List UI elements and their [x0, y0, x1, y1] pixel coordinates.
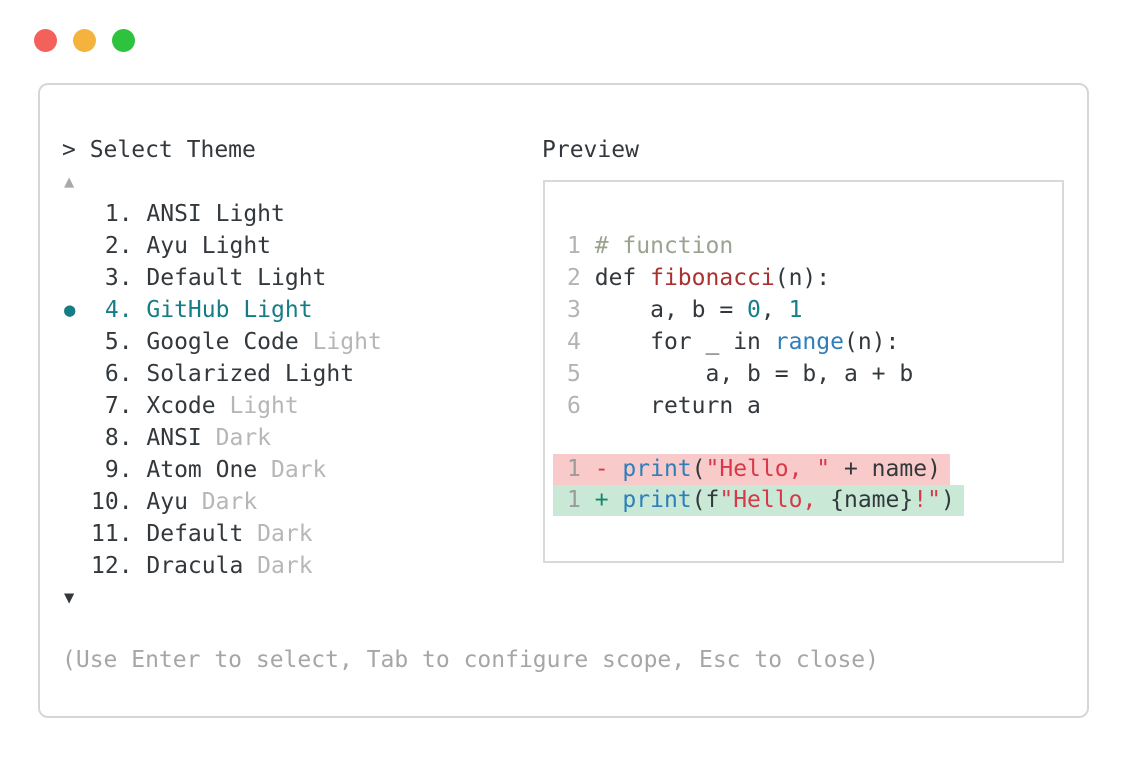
theme-option-label: GitHub Light	[132, 297, 313, 323]
code-line: 4 for _ in range(n):	[567, 326, 913, 358]
line-number: 5	[567, 361, 581, 387]
theme-option-number: 9.	[91, 457, 133, 483]
theme-option[interactable]: 9. Atom One Dark	[62, 454, 382, 486]
token-code: (n):	[843, 329, 900, 355]
selected-bullet-icon: ●	[64, 299, 76, 321]
scroll-up-icon[interactable]: ▲	[64, 172, 75, 192]
theme-option[interactable]: 2. Ayu Light	[62, 230, 382, 262]
token-builtin: range	[774, 329, 844, 355]
theme-option-number: 3.	[91, 265, 133, 291]
theme-option[interactable]: 6. Solarized Light	[62, 358, 382, 390]
theme-option-number: 1.	[91, 201, 133, 227]
diff-line-removed: 1 - print("Hello, " + name)	[553, 454, 950, 485]
theme-option-label: Ayu	[132, 489, 188, 515]
theme-option-label: Dracula	[132, 553, 244, 579]
minimize-button[interactable]	[73, 29, 96, 52]
theme-picker-dialog: > Select Theme ▲ 1. ANSI Light 2. Ayu Li…	[38, 83, 1089, 718]
line-number: 2	[567, 265, 581, 291]
token-code: a, b =	[594, 297, 748, 323]
maximize-button[interactable]	[112, 29, 135, 52]
keyboard-hint: (Use Enter to select, Tab to configure s…	[62, 647, 879, 673]
token-string: !"	[913, 487, 941, 513]
token-code: (	[691, 456, 706, 482]
token-code: return a	[594, 393, 761, 419]
theme-option-variant: Dark	[257, 457, 327, 483]
theme-option-label: ANSI	[132, 425, 202, 451]
token-num: 1	[788, 297, 803, 323]
close-button[interactable]	[34, 29, 57, 52]
token-builtin: print	[622, 487, 692, 513]
code-line: 2 def fibonacci(n):	[567, 262, 913, 294]
token-string: -	[580, 456, 623, 482]
diff-line-added: 1 + print(f"Hello, {name}!")	[553, 485, 964, 516]
code-line: 3 a, b = 0, 1	[567, 294, 913, 326]
line-number: 4	[567, 329, 581, 355]
token-code: for _ in	[594, 329, 775, 355]
theme-option-variant: Dark	[201, 425, 272, 451]
theme-option-number: 2.	[91, 233, 133, 259]
window-controls	[34, 29, 135, 52]
diff-sample: 1 - print("Hello, " + name)1 + print(f"H…	[553, 454, 964, 516]
theme-option-label: Default	[132, 521, 244, 547]
token-code: + name)	[830, 456, 941, 482]
theme-option-number: 6.	[91, 361, 133, 387]
token-code: )	[940, 487, 955, 513]
scroll-down-icon[interactable]: ▼	[64, 588, 75, 608]
theme-option-label: Ayu Light	[132, 233, 272, 259]
theme-option[interactable]: 3. Default Light	[62, 262, 382, 294]
token-num: 0	[747, 297, 761, 323]
theme-option-label: Google Code	[132, 329, 299, 355]
preview-heading: Preview	[542, 137, 639, 163]
theme-option[interactable]: 11. Default Dark	[62, 518, 382, 550]
line-number: 6	[567, 393, 581, 419]
theme-option-label: Atom One	[132, 457, 258, 483]
theme-option-number: 5.	[91, 329, 133, 355]
code-line: 5 a, b = b, a + b	[567, 358, 913, 390]
theme-option[interactable]: 10. Ayu Dark	[62, 486, 382, 518]
code-line: 1 # function	[567, 230, 913, 262]
theme-option-variant: Dark	[243, 521, 313, 547]
token-builtin: print	[622, 456, 692, 482]
theme-option-variant: Dark	[243, 553, 313, 579]
theme-option-variant: Light	[215, 393, 299, 419]
token-string: "Hello,	[719, 487, 831, 513]
theme-option-number: 7.	[91, 393, 133, 419]
theme-option-number: 12.	[91, 553, 133, 579]
theme-option-number: 8.	[91, 425, 133, 451]
token-plus: +	[580, 487, 623, 513]
select-theme-prompt: > Select Theme	[62, 137, 256, 163]
theme-option[interactable]: 8. ANSI Dark	[62, 422, 382, 454]
theme-option-label: Xcode	[132, 393, 216, 419]
token-func: fibonacci	[650, 265, 775, 291]
theme-option-label: Default Light	[132, 265, 327, 291]
token-code: (n):	[774, 265, 831, 291]
line-number: 1	[567, 487, 581, 513]
theme-option-label: Solarized Light	[132, 361, 355, 387]
token-code: {name}	[830, 487, 914, 513]
token-code: (f	[691, 487, 720, 513]
theme-option[interactable]: 7. Xcode Light	[62, 390, 382, 422]
line-number: 3	[567, 297, 581, 323]
code-line: 6 return a	[567, 390, 913, 422]
theme-option-variant: Dark	[187, 489, 258, 515]
token-string: "Hello, "	[705, 456, 831, 482]
token-code: def	[594, 265, 651, 291]
theme-option-number: 10.	[91, 489, 133, 515]
token-comment: # function	[594, 233, 734, 259]
theme-option[interactable]: 1. ANSI Light	[62, 198, 382, 230]
theme-option[interactable]: 5. Google Code Light	[62, 326, 382, 358]
token-code: ,	[760, 297, 789, 323]
token-code: a, b = b, a + b	[594, 361, 914, 387]
theme-list: 1. ANSI Light 2. Ayu Light 3. Default Li…	[62, 198, 382, 582]
line-number: 1	[567, 456, 581, 482]
theme-option-number: 11.	[91, 521, 133, 547]
theme-option-variant: Light	[298, 329, 382, 355]
theme-option[interactable]: 12. Dracula Dark	[62, 550, 382, 582]
line-number: 1	[567, 233, 581, 259]
theme-option-label: ANSI Light	[132, 201, 285, 227]
theme-option-number: 4.	[91, 297, 133, 323]
theme-option[interactable]: ● 4. GitHub Light	[62, 294, 382, 326]
